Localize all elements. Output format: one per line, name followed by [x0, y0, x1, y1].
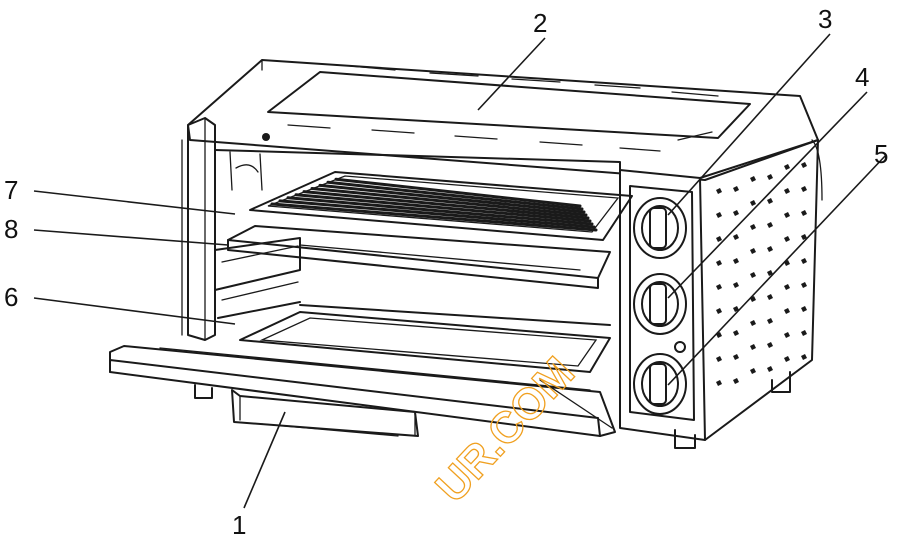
vent-hole: [733, 234, 739, 240]
rack-wire: [334, 177, 582, 208]
rack-wire: [270, 202, 598, 232]
callout-number: 2: [533, 8, 547, 38]
crumb-tray: [239, 304, 611, 373]
vent-hole: [750, 176, 756, 182]
callout-leader-line: [667, 33, 831, 216]
vent-hole: [784, 308, 790, 314]
vent-hole: [767, 174, 773, 180]
callout-number: 1: [232, 510, 246, 540]
vent-hole: [767, 246, 773, 252]
vent-hole: [716, 260, 722, 266]
rack-wire: [310, 187, 588, 217]
callout-number: 3: [818, 4, 832, 34]
vent-hole: [801, 162, 807, 168]
vent-hole: [733, 186, 739, 192]
oven-door: [109, 345, 616, 437]
rack-wire: [326, 180, 584, 211]
callout-number: 4: [855, 62, 869, 92]
vent-hole: [767, 198, 773, 204]
vent-hole: [784, 212, 790, 218]
vent-hole: [733, 354, 739, 360]
vent-hole: [733, 330, 739, 336]
vent-hole: [784, 284, 790, 290]
vent-hole: [801, 210, 807, 216]
vent-hole: [716, 308, 722, 314]
vent-hole: [801, 282, 807, 288]
vent-hole: [716, 284, 722, 290]
callout-number: 6: [4, 282, 18, 312]
callout-leader-line: [667, 91, 868, 299]
vent-hole: [733, 306, 739, 312]
rack-wire: [286, 196, 594, 226]
vent-hole: [716, 188, 722, 194]
vent-hole: [801, 354, 807, 360]
callout-number: 7: [4, 175, 18, 205]
vent-hole: [784, 236, 790, 242]
vent-hole: [801, 306, 807, 312]
callout-number: 5: [874, 139, 888, 169]
vent-hole: [733, 210, 739, 216]
vent-hole: [733, 258, 739, 264]
vent-hole: [784, 164, 790, 170]
vent-hole: [801, 330, 807, 336]
vent-hole: [733, 378, 739, 384]
vent-hole: [767, 318, 773, 324]
vent-hole: [750, 272, 756, 278]
vent-hole: [750, 224, 756, 230]
vent-hole: [801, 234, 807, 240]
vent-hole: [767, 342, 773, 348]
callout-leader-line: [33, 297, 236, 325]
callout-labels: 1 2 34 5 6 7 8: [4, 4, 888, 540]
vent-hole: [716, 236, 722, 242]
rack-wire: [294, 193, 592, 223]
vent-hole: [733, 282, 739, 288]
rack-wire: [302, 190, 590, 220]
vent-hole: [767, 222, 773, 228]
vent-hole: [767, 294, 773, 300]
vent-hole: [784, 188, 790, 194]
vent-hole: [750, 248, 756, 254]
vent-hole: [784, 356, 790, 362]
vent-hole: [716, 212, 722, 218]
side-vent-holes: [716, 162, 807, 386]
callout-number: 8: [4, 214, 18, 244]
oven-illustration: [109, 59, 823, 449]
wire-rack: [249, 171, 633, 241]
rack-wire: [318, 183, 586, 214]
timer-knob: [633, 197, 687, 259]
vent-hole: [716, 356, 722, 362]
temperature-knob: [633, 273, 687, 335]
vent-hole: [767, 270, 773, 276]
door-handle: [231, 389, 419, 437]
vent-hole: [750, 200, 756, 206]
callout-leader-line: [33, 190, 236, 215]
vent-hole: [767, 366, 773, 372]
vent-hole: [750, 368, 756, 374]
vent-hole: [801, 186, 807, 192]
vent-hole: [716, 380, 722, 386]
callout-leader-line: [243, 411, 286, 509]
vent-hole: [750, 320, 756, 326]
callout-leader-line: [667, 154, 887, 386]
vent-hole: [801, 258, 807, 264]
vent-hole: [750, 344, 756, 350]
callout-leader-line: [33, 229, 229, 246]
vent-hole: [784, 332, 790, 338]
callout-leader-line: [477, 37, 546, 111]
rack-wire: [278, 199, 596, 229]
function-knob: [633, 353, 687, 415]
